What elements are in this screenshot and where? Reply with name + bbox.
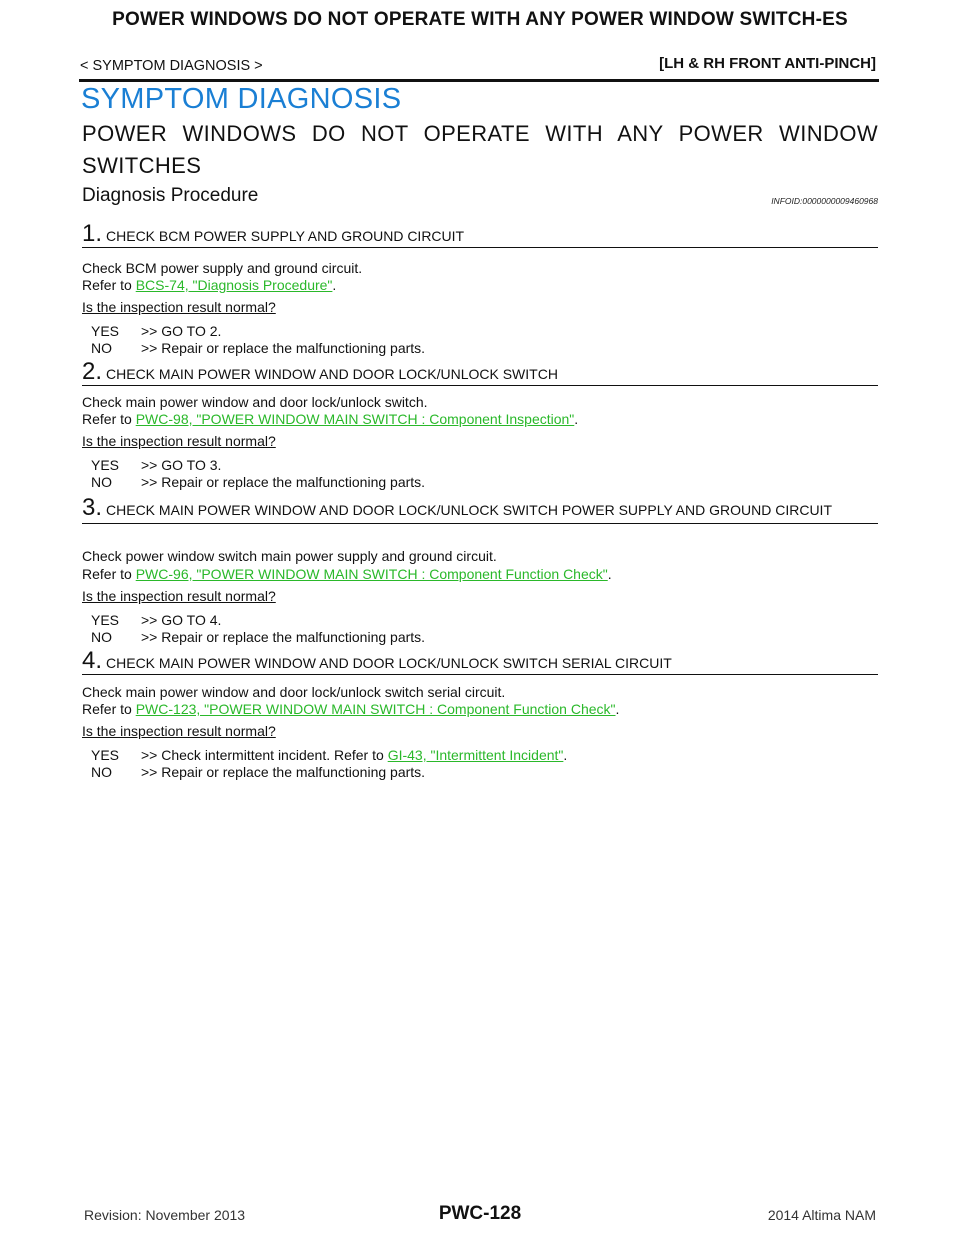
step-1-title: CHECK BCM POWER SUPPLY AND GROUND CIRCUI… xyxy=(106,228,465,244)
step-4-title: CHECK MAIN POWER WINDOW AND DOOR LOCK/UN… xyxy=(106,655,672,671)
step-1-no: NO>> Repair or replace the malfunctionin… xyxy=(91,340,426,356)
step-4-yes-link[interactable]: GI-43, "Intermittent Incident" xyxy=(387,747,564,763)
step-2-link[interactable]: PWC-98, "POWER WINDOW MAIN SWITCH : Comp… xyxy=(135,411,575,427)
step-1-yes: YES>> GO TO 2. xyxy=(91,323,222,339)
step-4-question: Is the inspection result normal? xyxy=(82,723,276,739)
revision-date: Revision: November 2013 xyxy=(84,1207,246,1223)
symptom-heading: POWER WINDOWS DO NOT OPERATE WITH ANY PO… xyxy=(82,121,878,178)
step-3-title: CHECK MAIN POWER WINDOW AND DOOR LOCK/UN… xyxy=(106,502,832,518)
step-2-yes: YES>> GO TO 3. xyxy=(91,457,222,473)
section-breadcrumb: < SYMPTOM DIAGNOSIS > xyxy=(80,58,263,74)
refer-prefix: Refer to xyxy=(82,277,136,293)
step-1-link[interactable]: BCS-74, "Diagnosis Procedure" xyxy=(135,277,333,293)
scope-label: [LH & RH FRONT ANTI-PINCH] xyxy=(659,55,876,72)
step-2-no: NO>> Repair or replace the malfunctionin… xyxy=(91,474,426,490)
step-3-link[interactable]: PWC-96, "POWER WINDOW MAIN SWITCH : Comp… xyxy=(135,566,608,582)
step-3-yes: YES>> GO TO 4. xyxy=(91,612,222,628)
info-id: INFOID:0000000009460968 xyxy=(771,196,878,206)
step-4-reference: Refer to PWC-123, "POWER WINDOW MAIN SWI… xyxy=(82,701,620,717)
step-2-instruction: Check main power window and door lock/un… xyxy=(82,394,428,410)
step-2-title: CHECK MAIN POWER WINDOW AND DOOR LOCK/UN… xyxy=(106,366,558,382)
step-3-reference: Refer to PWC-96, "POWER WINDOW MAIN SWIT… xyxy=(82,566,612,582)
section-heading: SYMPTOM DIAGNOSIS xyxy=(81,83,402,115)
step-3-number: 3. xyxy=(82,494,103,521)
step-4-instruction: Check main power window and door lock/un… xyxy=(82,684,506,700)
step-2-question: Is the inspection result normal? xyxy=(82,433,276,449)
step-1-instruction: Check BCM power supply and ground circui… xyxy=(82,260,363,276)
step-2-number: 2. xyxy=(82,358,103,385)
step-1-heading: 1.CHECK BCM POWER SUPPLY AND GROUND CIRC… xyxy=(82,220,878,248)
procedure-heading: Diagnosis Procedure xyxy=(82,185,259,206)
step-1-number: 1. xyxy=(82,220,103,247)
step-4-no: NO>> Repair or replace the malfunctionin… xyxy=(91,764,426,780)
step-3-instruction: Check power window switch main power sup… xyxy=(82,548,497,564)
step-4-link[interactable]: PWC-123, "POWER WINDOW MAIN SWITCH : Com… xyxy=(135,701,616,717)
step-1-question: Is the inspection result normal? xyxy=(82,299,276,315)
step-2-reference: Refer to PWC-98, "POWER WINDOW MAIN SWIT… xyxy=(82,411,579,427)
step-3-heading: 3.CHECK MAIN POWER WINDOW AND DOOR LOCK/… xyxy=(82,495,878,524)
page-header-title: POWER WINDOWS DO NOT OPERATE WITH ANY PO… xyxy=(112,9,848,30)
step-4-yes: YES>> Check intermittent incident. Refer… xyxy=(91,747,568,763)
step-4-heading: 4.CHECK MAIN POWER WINDOW AND DOOR LOCK/… xyxy=(82,647,878,675)
step-4-number: 4. xyxy=(82,647,103,674)
step-3-question: Is the inspection result normal? xyxy=(82,588,276,604)
page-number: PWC-128 xyxy=(438,1203,522,1224)
model-label: 2014 Altima NAM xyxy=(767,1207,876,1223)
step-3-no: NO>> Repair or replace the malfunctionin… xyxy=(91,629,426,645)
step-1-reference: Refer to BCS-74, "Diagnosis Procedure". xyxy=(82,277,337,293)
step-2-heading: 2.CHECK MAIN POWER WINDOW AND DOOR LOCK/… xyxy=(82,358,878,386)
header-divider xyxy=(79,79,879,82)
